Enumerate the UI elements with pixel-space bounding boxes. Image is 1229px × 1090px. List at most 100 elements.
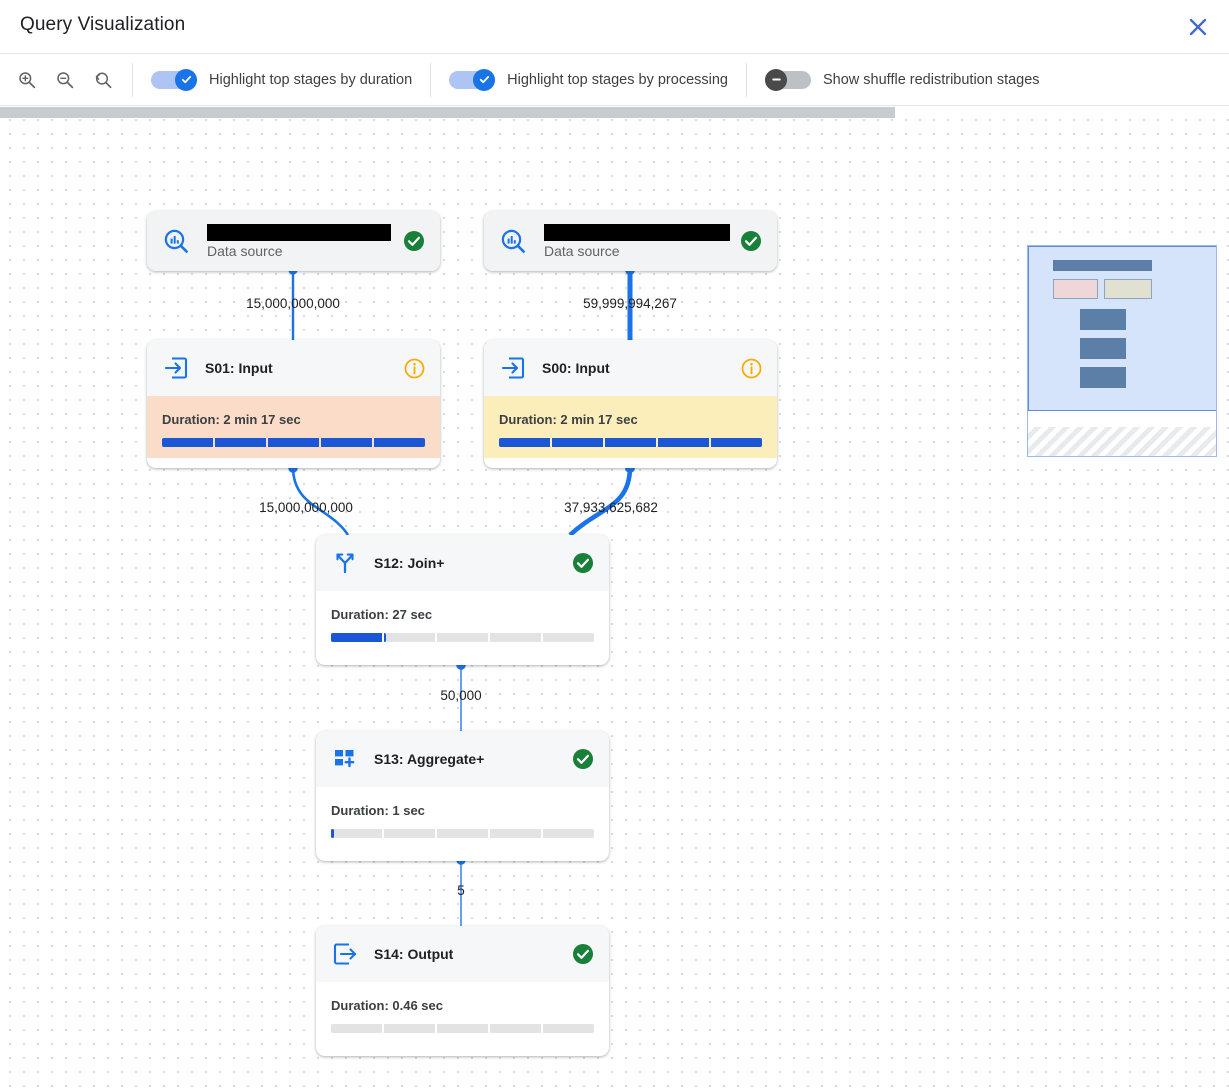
toolbar-divider-3 bbox=[746, 62, 747, 97]
node-body: Duration: 27 sec bbox=[316, 591, 609, 653]
check-circle-icon bbox=[573, 553, 593, 573]
minimap-node bbox=[1080, 309, 1126, 330]
progress-bar bbox=[331, 633, 594, 642]
zoom-out-button[interactable] bbox=[50, 65, 80, 95]
minus-icon bbox=[771, 78, 781, 81]
toggle-label-duration: Highlight top stages by duration bbox=[209, 71, 413, 88]
edge-label: 5 bbox=[457, 883, 465, 898]
edge-label: 37,933,625,682 bbox=[564, 500, 658, 515]
minimap-node bbox=[1053, 279, 1098, 299]
progress-segments bbox=[499, 438, 762, 447]
status-badge-success bbox=[571, 748, 595, 770]
graph-toolbar: Highlight top stages by duration Highlig… bbox=[0, 53, 1229, 106]
zoom-controls bbox=[0, 65, 118, 95]
duration-label: Duration: 27 sec bbox=[331, 607, 433, 622]
switch-knob bbox=[765, 68, 787, 91]
node-title: S00: Input bbox=[542, 360, 610, 376]
node-s01-input[interactable]: S01: Input Duration: 2 min 17 sec bbox=[147, 340, 440, 468]
toggle-switch-processing[interactable] bbox=[449, 68, 496, 91]
redacted-title bbox=[544, 223, 730, 241]
node-s12-join[interactable]: S12: Join+ Duration: 27 sec bbox=[316, 535, 609, 665]
edge-line bbox=[291, 466, 350, 536]
progress-fill bbox=[499, 438, 762, 447]
input-arrow-icon bbox=[161, 355, 191, 381]
minimap-node bbox=[1104, 279, 1152, 299]
toolbar-divider-2 bbox=[430, 62, 432, 97]
duration-label: Duration: 2 min 17 sec bbox=[162, 412, 301, 427]
status-badge-info[interactable] bbox=[739, 358, 763, 379]
status-badge-info[interactable] bbox=[402, 358, 426, 379]
edge-label: 50,000 bbox=[440, 688, 482, 703]
node-subtitle: Data source bbox=[207, 242, 283, 259]
node-s14-output[interactable]: S14: Output Duration: 0.46 sec bbox=[316, 926, 609, 1056]
close-icon bbox=[1189, 18, 1207, 36]
node-data-source-left[interactable]: Data source bbox=[147, 211, 440, 271]
window-titlebar: Query Visualization bbox=[0, 0, 1229, 53]
join-merge-icon bbox=[330, 550, 360, 576]
toggle-highlight-processing[interactable]: Highlight top stages by processing bbox=[445, 68, 732, 91]
node-data-source-right[interactable]: Data source bbox=[484, 211, 777, 271]
info-icon bbox=[741, 358, 761, 378]
node-header: Data source bbox=[484, 211, 777, 271]
zoom-reset-icon bbox=[95, 72, 112, 88]
status-badge-success bbox=[402, 230, 426, 252]
data-source-search-icon bbox=[161, 228, 191, 255]
toolbar-divider-1 bbox=[132, 62, 133, 97]
toggle-label-shuffle: Show shuffle redistribution stages bbox=[823, 71, 1040, 88]
check-circle-icon bbox=[404, 231, 424, 251]
minimap-viewport[interactable] bbox=[1028, 246, 1216, 411]
horizontal-scrollbar[interactable] bbox=[0, 107, 895, 118]
node-title: S12: Join+ bbox=[374, 555, 445, 571]
input-arrow-icon bbox=[498, 355, 528, 381]
node-header: Data source bbox=[147, 211, 440, 271]
output-arrow-icon bbox=[330, 941, 360, 967]
zoom-reset-button[interactable] bbox=[88, 65, 118, 95]
progress-segments bbox=[162, 438, 425, 447]
status-badge-success bbox=[571, 943, 595, 965]
node-title: S13: Aggregate+ bbox=[374, 751, 485, 767]
toggle-switch-shuffle[interactable] bbox=[765, 68, 811, 91]
progress-bar bbox=[499, 438, 762, 447]
node-subtitle: Data source bbox=[544, 242, 620, 259]
graph-canvas[interactable]: 15,000,000,000 59,999,994,267 15,000,000… bbox=[0, 107, 1229, 1090]
progress-fill bbox=[162, 438, 425, 447]
node-header: S00: Input bbox=[484, 340, 777, 396]
duration-label: Duration: 0.46 sec bbox=[331, 998, 443, 1013]
close-button[interactable] bbox=[1181, 10, 1215, 44]
minimap-node bbox=[1053, 260, 1108, 271]
zoom-out-icon bbox=[57, 71, 74, 88]
toggle-highlight-duration[interactable]: Highlight top stages by duration bbox=[147, 68, 416, 91]
data-source-search-icon bbox=[498, 228, 528, 255]
node-body: Duration: 0.46 sec bbox=[316, 982, 609, 1044]
minimap-node bbox=[1080, 338, 1126, 359]
info-icon bbox=[404, 358, 424, 378]
node-s13-aggregate[interactable]: S13: Aggregate+ Duration: 1 sec bbox=[316, 731, 609, 861]
node-title: S01: Input bbox=[205, 360, 273, 376]
minimap-offscreen-area bbox=[1028, 427, 1216, 456]
status-badge-success bbox=[739, 230, 763, 252]
minimap-node bbox=[1080, 367, 1126, 388]
redacted-title bbox=[207, 223, 391, 241]
progress-track bbox=[331, 633, 594, 642]
progress-fill bbox=[331, 633, 387, 642]
check-icon bbox=[479, 76, 489, 84]
node-s00-input[interactable]: S00: Input Duration: 2 min 17 sec bbox=[484, 340, 777, 468]
progress-segments bbox=[331, 829, 594, 838]
toggle-switch-duration[interactable] bbox=[151, 68, 197, 91]
graph-minimap[interactable] bbox=[1027, 245, 1217, 457]
node-body: Duration: 2 min 17 sec bbox=[147, 396, 440, 458]
progress-track bbox=[331, 1024, 594, 1033]
node-body: Duration: 2 min 17 sec bbox=[484, 396, 777, 458]
minimap-node bbox=[1106, 260, 1152, 271]
switch-knob bbox=[175, 68, 197, 91]
edge-label: 15,000,000,000 bbox=[246, 296, 340, 311]
node-header: S14: Output bbox=[316, 926, 609, 982]
zoom-in-button[interactable] bbox=[12, 65, 42, 95]
node-header: S13: Aggregate+ bbox=[316, 731, 609, 787]
check-circle-icon bbox=[573, 749, 593, 769]
edge-line bbox=[568, 466, 633, 537]
toggle-show-shuffle[interactable]: Show shuffle redistribution stages bbox=[761, 68, 1044, 91]
switch-knob bbox=[473, 68, 496, 91]
progress-bar bbox=[331, 829, 594, 838]
page-title: Query Visualization bbox=[20, 14, 186, 35]
